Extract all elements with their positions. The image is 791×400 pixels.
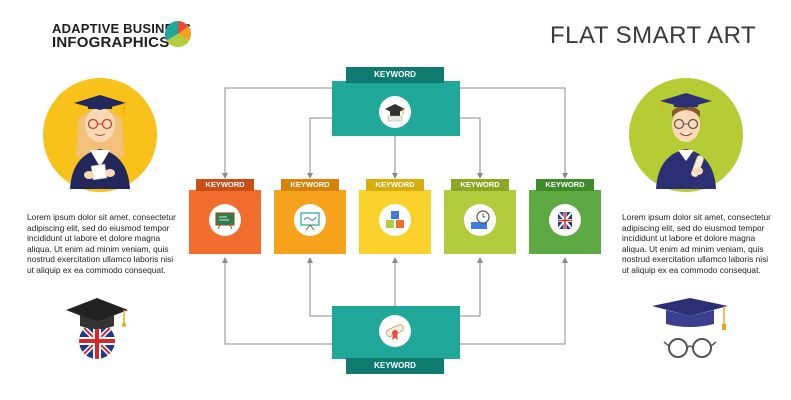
female-graduate-avatar: [43, 78, 157, 192]
blackboard-icon: [215, 212, 235, 230]
icon-circle-4: [464, 204, 496, 236]
bottom-icon-circle: [379, 315, 411, 347]
clock-icon: [471, 210, 490, 229]
graduation-cap-uk-flag-icon: [66, 298, 128, 359]
keyword-label-3: KEYWORD: [366, 179, 424, 191]
keyword-label-4: KEYWORD: [451, 179, 509, 191]
abc-blocks-icon: [386, 211, 404, 228]
graduation-cap-icon: [385, 104, 405, 122]
graduation-cap-glasses-icon: [652, 298, 728, 358]
icon-circle-2: [294, 204, 326, 236]
english-book-icon: [557, 211, 573, 230]
brand-line-1: ADAPTIVE BUSINESS: [52, 21, 192, 36]
page-title: FLAT SMART ART: [550, 22, 757, 49]
keyword-label-1: KEYWORD: [196, 179, 254, 191]
male-graduate-avatar: [629, 78, 743, 192]
top-icon-circle: [379, 96, 411, 128]
keyword-label-5: KEYWORD: [536, 179, 594, 191]
diploma-icon: [385, 324, 404, 340]
pie-logo-icon: [164, 20, 192, 48]
bottom-keyword-label: KEYWORD: [346, 358, 444, 374]
icon-circle-5: [549, 204, 581, 236]
icon-circle-3: [379, 204, 411, 236]
brand-line-2: INFOGRAPHICS: [52, 34, 170, 51]
top-keyword-label: KEYWORD: [346, 67, 444, 83]
keyword-label-2: KEYWORD: [281, 179, 339, 191]
left-description: Lorem ipsum dolor sit amet, consectetur …: [27, 212, 176, 275]
right-description: Lorem ipsum dolor sit amet, consectetur …: [622, 212, 771, 275]
easel-icon: [300, 212, 320, 231]
icon-circle-1: [209, 204, 241, 236]
